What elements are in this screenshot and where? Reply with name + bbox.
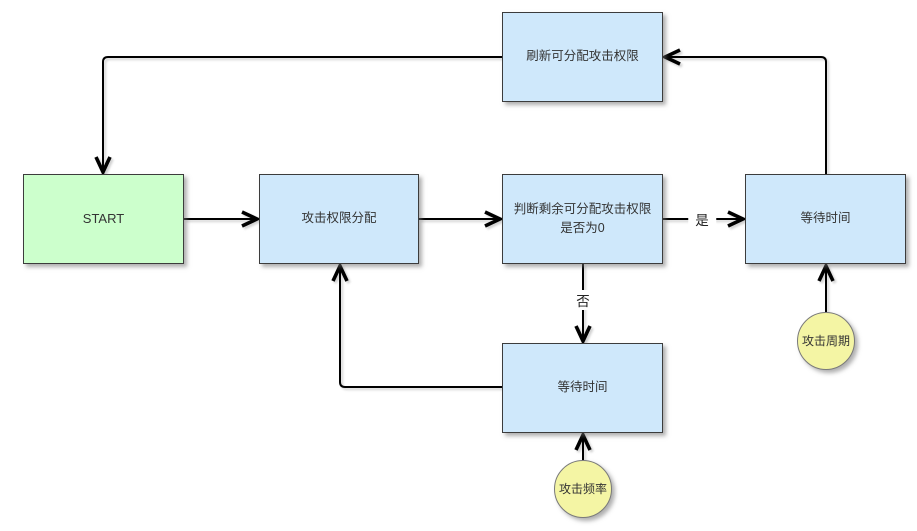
edge-label-no: 否 xyxy=(569,290,597,310)
node-wait-time-bottom: 等待时间 xyxy=(502,343,663,433)
node-wait-time-right-label: 等待时间 xyxy=(800,211,851,226)
edge-wait-bottom-to-allocate xyxy=(340,266,502,388)
node-attack-cycle-label: 攻击周期 xyxy=(801,333,850,348)
node-wait-time-right: 等待时间 xyxy=(745,174,906,264)
node-wait-time-bottom-label: 等待时间 xyxy=(557,380,608,395)
edge-label-yes: 是 xyxy=(688,209,716,229)
node-start-label: START xyxy=(82,210,125,226)
node-judge-remaining-permission-label: 判断剩余可分配攻击权限是否为0 xyxy=(513,201,652,235)
node-attack-permission-allocation: 攻击权限分配 xyxy=(259,174,419,264)
edge-wait-right-to-refresh xyxy=(665,57,827,174)
edge-refresh-to-start xyxy=(103,56,502,172)
node-attack-frequency: 攻击频率 xyxy=(554,460,612,518)
node-judge-remaining-permission: 判断剩余可分配攻击权限是否为0 xyxy=(502,174,663,264)
node-attack-cycle: 攻击周期 xyxy=(797,312,855,370)
node-attack-frequency-label: 攻击频率 xyxy=(558,481,607,496)
node-attack-permission-allocation-label: 攻击权限分配 xyxy=(301,211,377,226)
node-refresh-permissions: 刷新可分配攻击权限 xyxy=(502,12,663,102)
node-start: START xyxy=(23,174,184,264)
node-refresh-permissions-label: 刷新可分配攻击权限 xyxy=(526,49,639,64)
